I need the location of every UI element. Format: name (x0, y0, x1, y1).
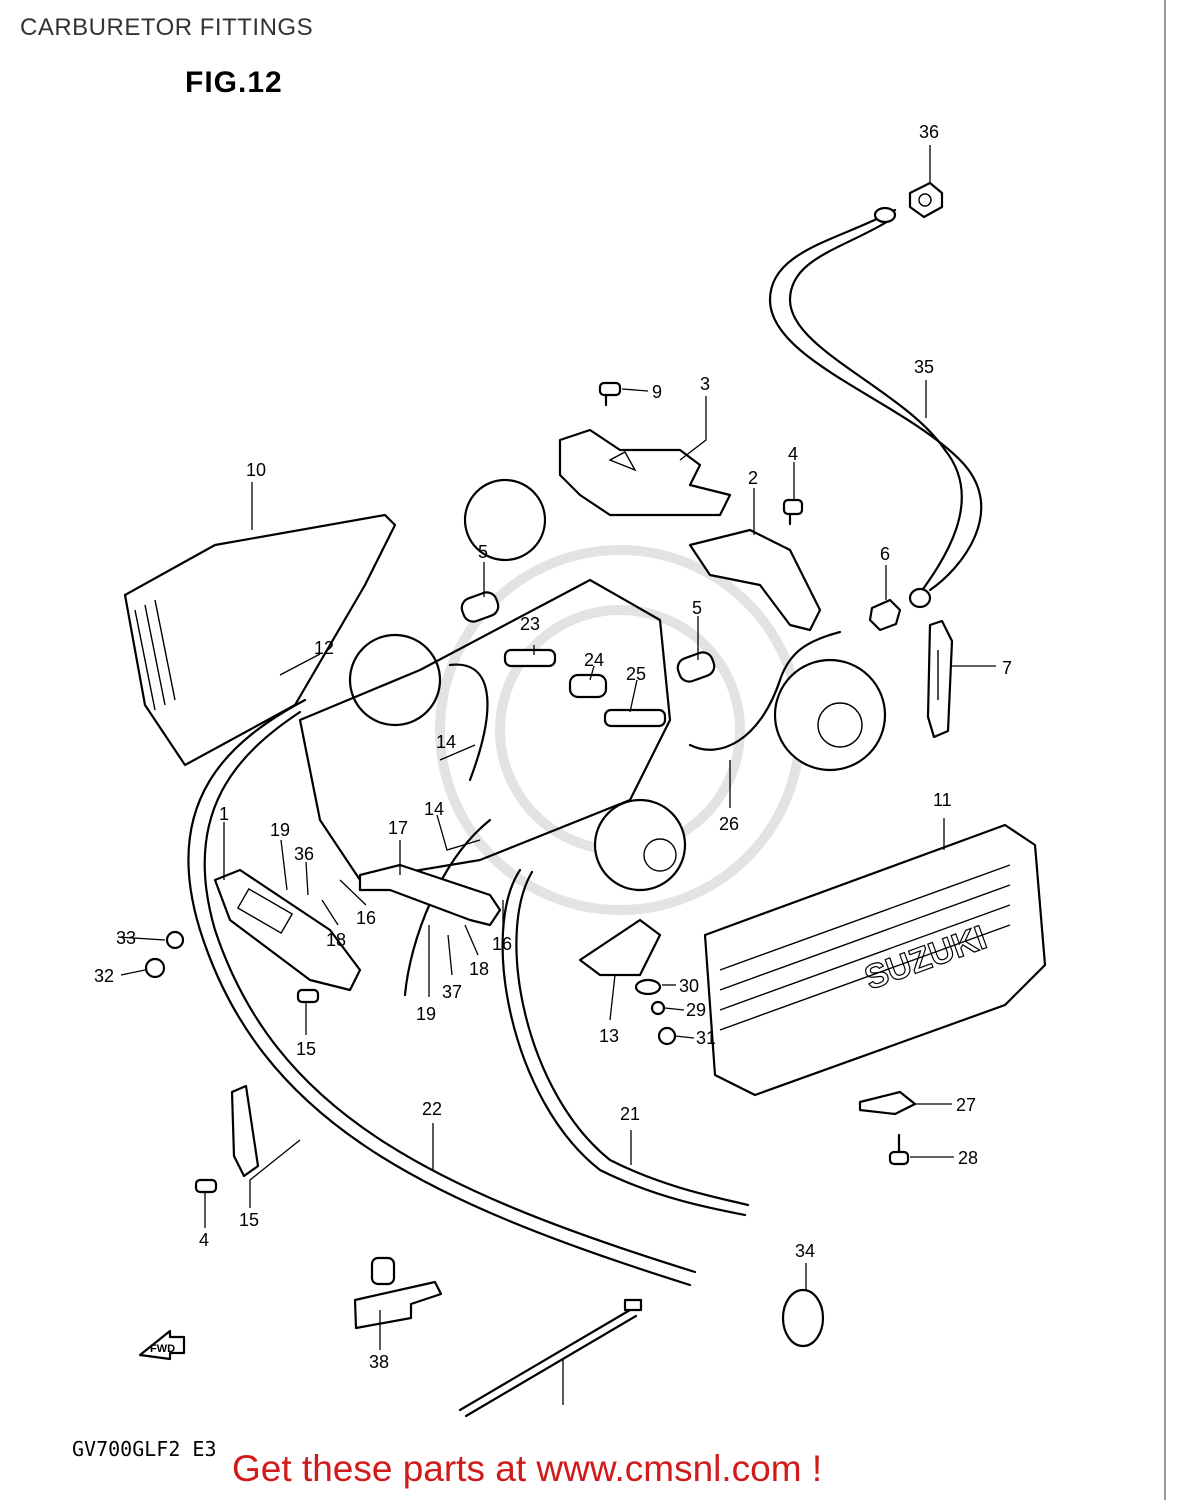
part-screw-4-lower (194, 1178, 218, 1194)
callout-13: 15 (296, 1039, 316, 1059)
callout-22: 23 (520, 614, 540, 634)
callout-29: 30 (679, 976, 699, 996)
callout-21: 22 (422, 1099, 442, 1119)
callout-1: 1 (219, 804, 229, 824)
callout-25: 26 (719, 814, 739, 834)
callout-7: 7 (1002, 658, 1012, 678)
callout-14-b: 14 (424, 799, 444, 819)
callout-4-upper: 4 (788, 444, 798, 464)
page-title: CARBURETOR FITTINGS (20, 14, 314, 41)
part-cable-tie-38 (458, 1298, 643, 1418)
part-bracket-1 (213, 868, 362, 992)
callout-37: 38 (369, 1352, 389, 1372)
callout-26: 27 (956, 1095, 976, 1115)
callout-19-b: 19 (416, 1004, 436, 1024)
callout-8: 9 (652, 382, 662, 402)
figure-number: FIG.12 (185, 66, 283, 99)
callout-16-a: 16 (356, 908, 376, 928)
callout-19-a: 19 (270, 820, 290, 840)
callout-2: 2 (748, 468, 758, 488)
callout-14-a: 14 (436, 732, 456, 752)
callout-16-b: 16 (492, 934, 512, 954)
fwd-arrow-icon: FWD (138, 1329, 186, 1361)
callout-5-left: 5 (478, 542, 488, 562)
part-screw-4-upper (782, 498, 804, 526)
part-screw-27 (888, 1133, 910, 1166)
part-hose-25 (688, 630, 842, 751)
part-washers-28-30 (634, 978, 677, 1046)
callout-3: 3 (700, 374, 710, 394)
part-bracket-2 (688, 528, 822, 632)
part-bracket-17 (358, 863, 502, 927)
part-cover-9 (123, 513, 397, 767)
part-holder-15 (230, 1084, 260, 1178)
callout-15: 15 (239, 1210, 259, 1230)
part-bracket-26 (858, 1090, 917, 1116)
part-bracket-12 (578, 918, 662, 977)
callouts: 36 35 3 9 4 2 10 6 5 5 23 24 25 7 12 14 … (94, 122, 1012, 1372)
callout-12: 13 (599, 1026, 619, 1046)
callout-18-a: 18 (326, 930, 346, 950)
callout-27: 28 (958, 1148, 978, 1168)
part-cover-10: SUZUKI (703, 823, 1047, 1097)
callout-20: 21 (620, 1104, 640, 1124)
callout-24: 25 (626, 664, 646, 684)
part-fittings-22-24 (503, 648, 667, 728)
callout-18-b: 18 (469, 959, 489, 979)
part-bolts-31-32 (144, 930, 185, 979)
part-bracket-3 (558, 428, 732, 517)
callout-17: 17 (388, 818, 408, 838)
callout-36-a: 36 (294, 844, 314, 864)
callout-34: 36 (919, 122, 939, 142)
part-joint-5-left (460, 591, 500, 623)
callout-33: 35 (914, 357, 934, 377)
part-holder-7 (926, 619, 954, 739)
callout-9: 10 (246, 460, 266, 480)
callout-4-lower: 4 (199, 1230, 209, 1250)
callout-11: 12 (314, 638, 334, 658)
callout-30: 31 (696, 1028, 716, 1048)
part-screw-13 (296, 988, 320, 1004)
callout-23: 24 (584, 650, 604, 670)
carburetor-assembly (298, 478, 887, 892)
part-clip-35 (781, 1288, 825, 1348)
part-hose-33 (768, 206, 983, 609)
leader-lines (117, 145, 996, 1405)
callout-28: 29 (686, 1000, 706, 1020)
fwd-label: FWD (150, 1343, 175, 1355)
part-joint-5-right (676, 651, 716, 683)
callout-31: 32 (94, 966, 114, 986)
part-joint-37 (353, 1256, 443, 1330)
part-clamp-34 (908, 181, 944, 219)
callout-32: 33 (116, 928, 136, 948)
right-border (1164, 0, 1166, 1500)
part-hose-21 (187, 698, 697, 1287)
callout-35: 34 (795, 1241, 815, 1261)
model-code: GV700GLF2 E3 (72, 1437, 217, 1461)
promo-link[interactable]: Get these parts at www.cmsnl.com ! (232, 1448, 823, 1489)
callout-5-right: 5 (692, 598, 702, 618)
callout-10: 11 (933, 790, 952, 810)
part-screw-8 (598, 381, 622, 407)
part-clamp-6 (868, 598, 902, 632)
callout-6: 6 (880, 544, 890, 564)
part-hose-20 (501, 868, 750, 1217)
callout-36-b: 37 (442, 982, 462, 1002)
